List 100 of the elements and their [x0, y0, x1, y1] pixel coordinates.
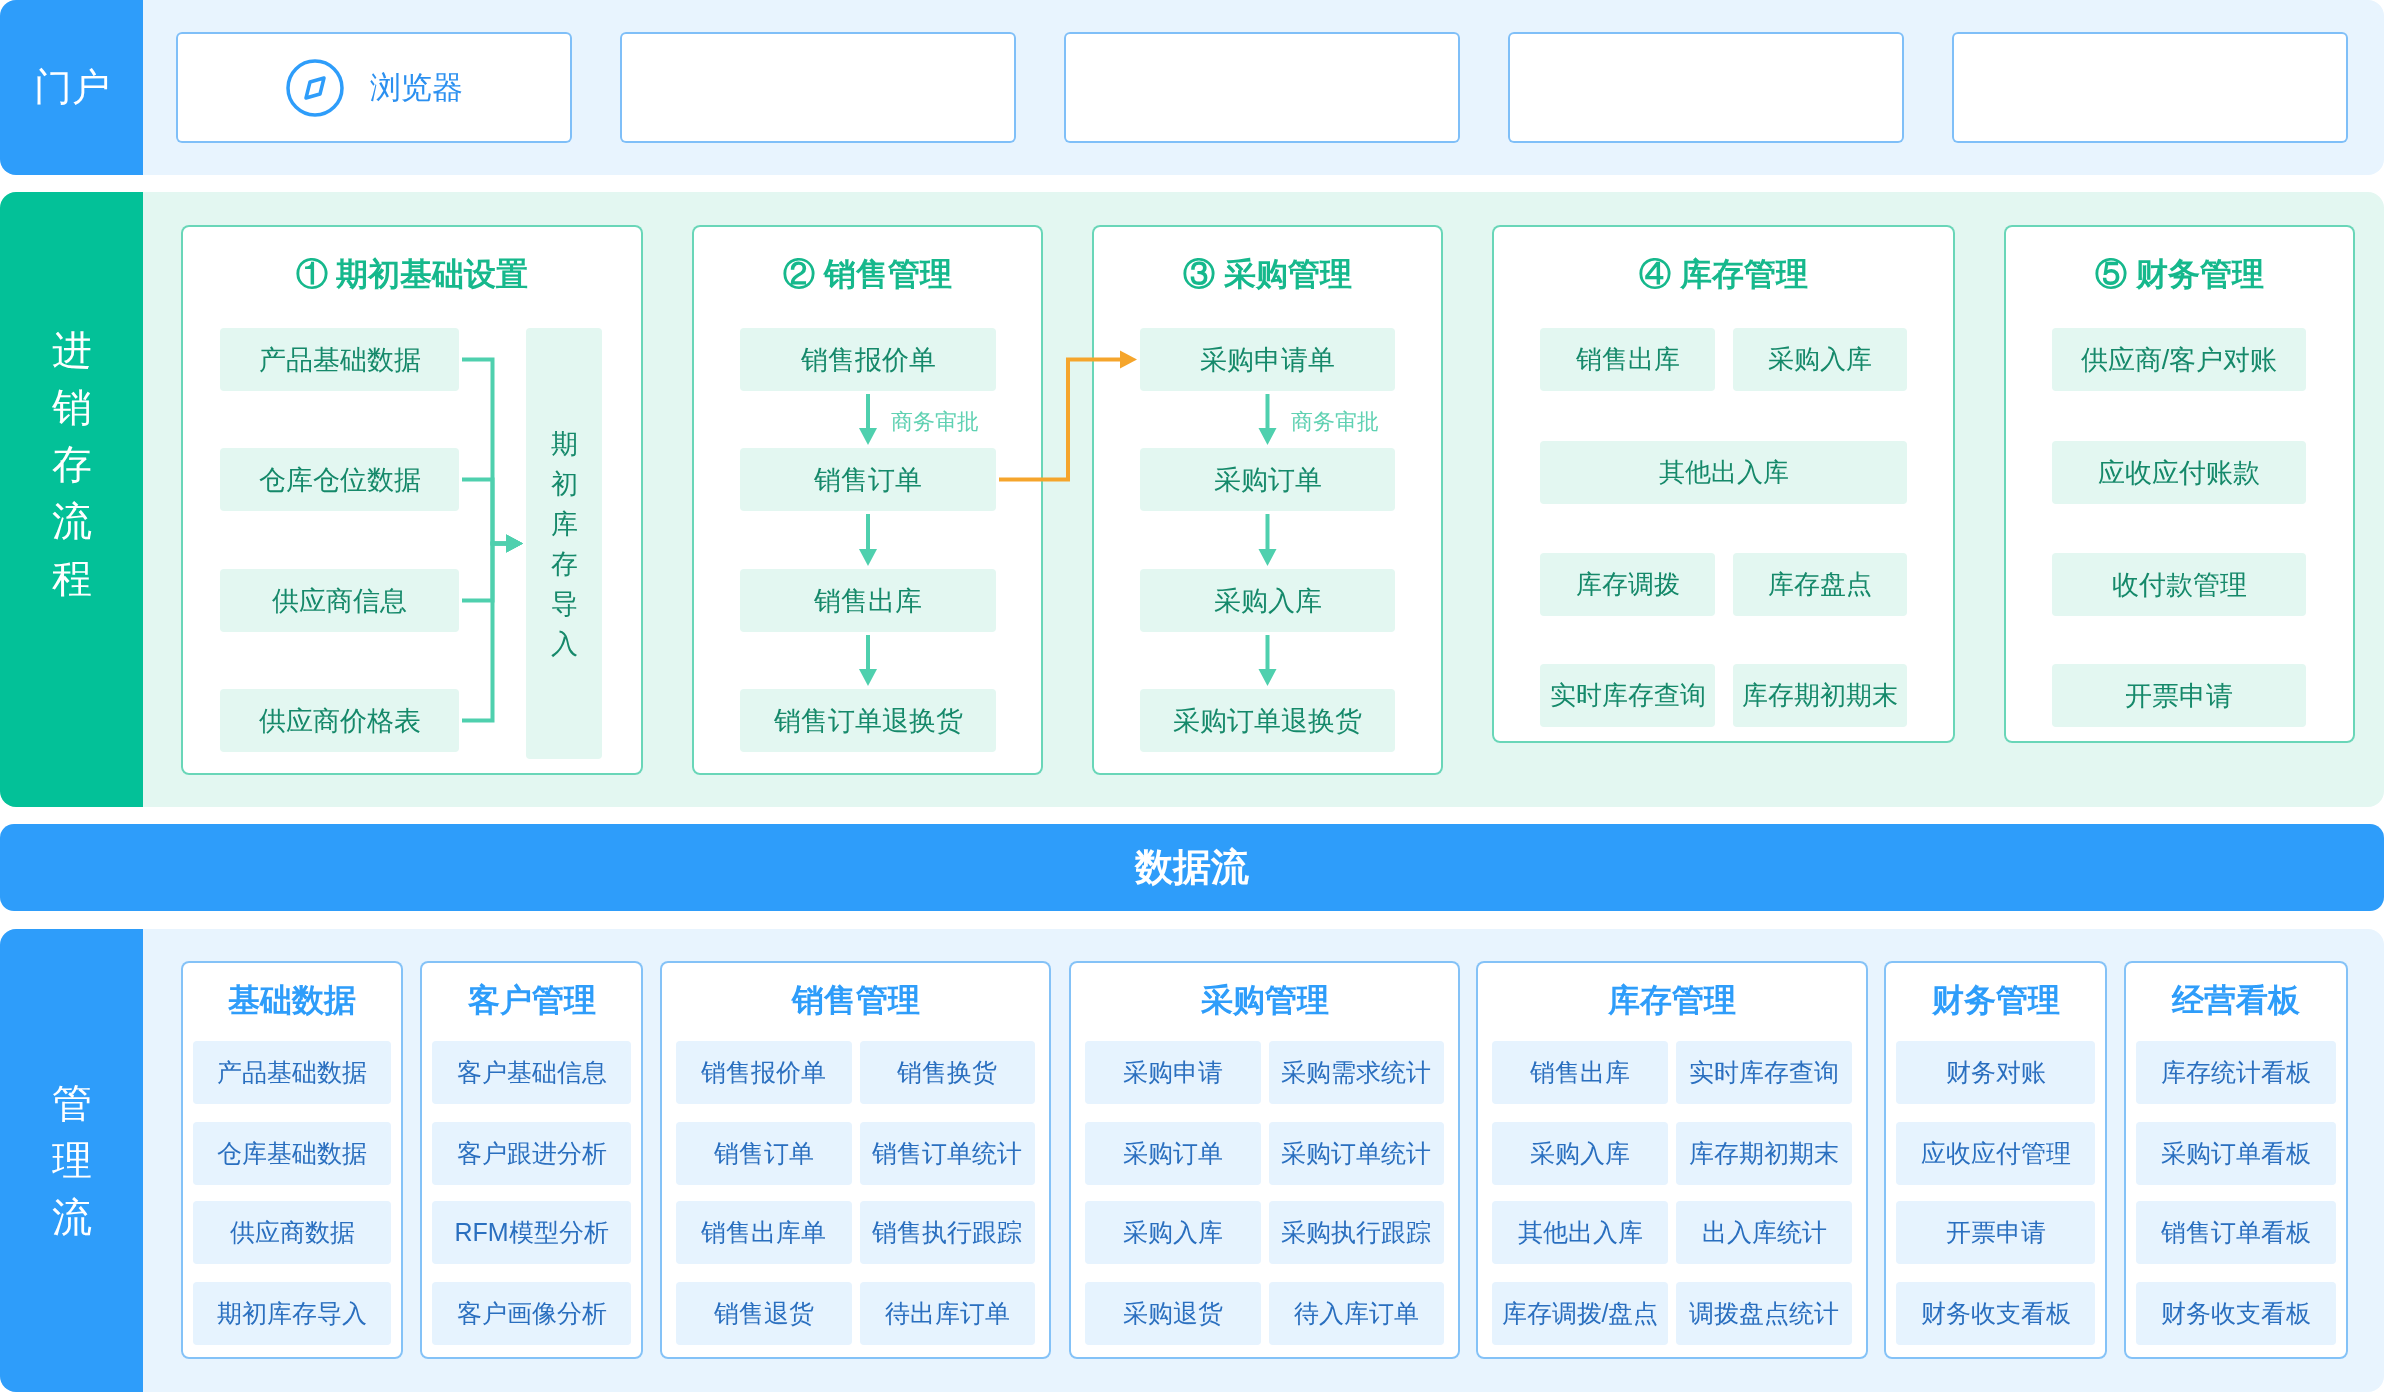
function-box: 销售出库	[740, 569, 996, 632]
function-box: 库存调拨	[1540, 553, 1715, 616]
module-title: 基础数据	[228, 981, 356, 1020]
portal-label: 浏览器	[369, 68, 463, 107]
arrow	[1258, 394, 1277, 445]
function-box: 仓库基础数据	[193, 1122, 391, 1185]
module-panel	[692, 225, 1043, 775]
function-box: 采购订单	[1085, 1122, 1261, 1185]
function-box: 财务对账	[1896, 1041, 2095, 1104]
module-title: ① 期初基础设置	[295, 255, 529, 294]
module-panel	[1476, 961, 1868, 1359]
portal-card	[620, 32, 1016, 143]
function-box: 应收应付管理	[1896, 1122, 2095, 1185]
module-panel	[1884, 961, 2107, 1359]
function-box: 客户基础信息	[432, 1041, 631, 1104]
module-panel	[181, 961, 403, 1359]
arrow	[462, 534, 523, 723]
module-panel	[660, 961, 1051, 1359]
module-title: 库存管理	[1608, 981, 1736, 1020]
function-box: 采购入库	[1140, 569, 1395, 632]
function-box: 采购入库	[1492, 1122, 1668, 1185]
function-box: 采购申请单	[1140, 328, 1395, 391]
arrow	[1258, 635, 1277, 686]
module-panel	[2004, 225, 2355, 743]
arrow	[859, 394, 877, 445]
function-box: 销售换货	[859, 1041, 1035, 1104]
function-box: 开票申请	[2052, 664, 2306, 727]
function-box: RFM模型分析	[432, 1201, 631, 1264]
function-box: 采购入库	[1085, 1201, 1261, 1264]
arrow	[999, 350, 1137, 482]
function-box: 销售订单	[676, 1122, 852, 1185]
function-box: 采购订单统计	[1268, 1122, 1444, 1185]
function-box: 产品基础数据	[220, 328, 459, 391]
function-box: 销售订单看板	[2136, 1201, 2336, 1264]
function-box: 开票申请	[1896, 1201, 2095, 1264]
function-box: 销售报价单	[740, 328, 996, 391]
module-title: ③ 采购管理	[1183, 255, 1352, 294]
function-box: 销售出库	[1492, 1041, 1668, 1104]
module-panel	[181, 225, 643, 775]
function-box: 期初库存导入	[193, 1282, 391, 1345]
function-box: 其他出入库	[1540, 441, 1907, 504]
section-panel	[0, 0, 2384, 175]
function-box: 库存期初期末	[1733, 664, 1907, 727]
function-box: 采购入库	[1733, 328, 1907, 391]
module-title: 销售管理	[791, 981, 920, 1020]
module-title: 经营看板	[2172, 981, 2300, 1020]
module-title: ② 销售管理	[783, 255, 952, 294]
arrow	[859, 635, 877, 686]
function-box: 客户跟进分析	[432, 1122, 631, 1185]
function-box: 其他出入库	[1492, 1201, 1668, 1264]
module-panel	[420, 961, 643, 1359]
module-panel	[1492, 225, 1955, 743]
module-title: ④ 库存管理	[1639, 255, 1808, 294]
module-title: ⑤ 财务管理	[2095, 255, 2264, 294]
function-box: 销售执行跟踪	[859, 1201, 1035, 1264]
function-box: 供应商信息	[220, 569, 459, 632]
function-box: 采购订单看板	[2136, 1122, 2336, 1185]
function-box: 采购申请	[1085, 1041, 1261, 1104]
section-label: 进销存流程	[0, 192, 143, 807]
function-box: 财务收支看板	[1896, 1282, 2095, 1345]
section-panel	[0, 929, 2384, 1392]
function-box: 产品基础数据	[193, 1041, 391, 1104]
portal-card	[1508, 32, 1904, 143]
function-box: 待入库订单	[1268, 1282, 1444, 1345]
function-box: 销售报价单	[676, 1041, 852, 1104]
section-panel	[0, 192, 2384, 807]
function-box: 销售出库	[1540, 328, 1715, 391]
function-box: 期初库存导入	[526, 328, 602, 759]
function-box: 采购订单退换货	[1140, 689, 1395, 752]
arrow	[859, 514, 877, 566]
function-box: 库存期初期末	[1676, 1122, 1852, 1185]
function-box: 财务收支看板	[2136, 1282, 2336, 1345]
function-box: 销售退货	[676, 1282, 852, 1345]
function-box: 销售出库单	[676, 1201, 852, 1264]
portal-card	[1064, 32, 1460, 143]
function-box: 库存统计看板	[2136, 1041, 2336, 1104]
function-box: 供应商/客户对账	[2052, 328, 2306, 391]
function-box: 仓库仓位数据	[220, 448, 459, 511]
function-box: 出入库统计	[1676, 1201, 1852, 1264]
portal-card	[176, 32, 572, 143]
function-box: 采购需求统计	[1268, 1041, 1444, 1104]
function-box: 销售订单退换货	[740, 689, 996, 752]
function-box: 供应商数据	[193, 1201, 391, 1264]
function-box: 待出库订单	[859, 1282, 1035, 1345]
function-box: 销售订单	[740, 448, 996, 511]
function-box: 供应商价格表	[220, 689, 459, 752]
function-box: 采购执行跟踪	[1268, 1201, 1444, 1264]
function-box: 库存调拨/盘点	[1492, 1282, 1668, 1345]
function-box: 收付款管理	[2052, 553, 2306, 616]
function-box: 销售订单统计	[859, 1122, 1035, 1185]
function-box: 调拨盘点统计	[1676, 1282, 1852, 1345]
section-label: 管理流	[0, 929, 143, 1392]
module-panel	[1092, 225, 1443, 775]
module-panel	[2124, 961, 2348, 1359]
function-box: 采购订单	[1140, 448, 1395, 511]
module-title: 客户管理	[467, 981, 596, 1020]
module-title: 财务管理	[1931, 981, 2060, 1020]
section-label: 门户	[0, 0, 143, 175]
function-box: 应收应付账款	[2052, 441, 2306, 504]
module-panel	[1069, 961, 1460, 1359]
